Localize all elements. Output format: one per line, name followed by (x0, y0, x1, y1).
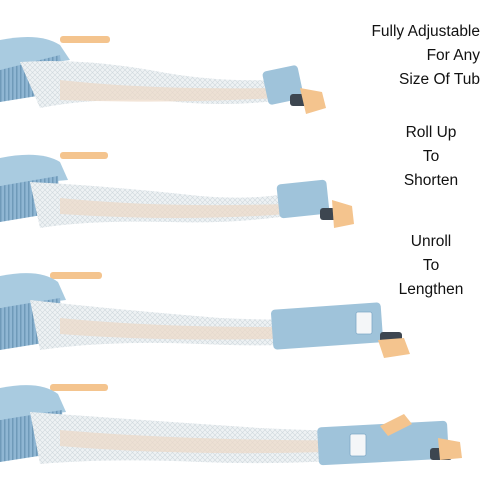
sling-strap-2 (0, 152, 354, 228)
caption-line: To (422, 148, 440, 165)
buckle-peach (378, 338, 410, 358)
caption-line: Fully Adjustable (371, 23, 480, 40)
sling-strap-3 (0, 272, 410, 358)
sling-strap-4 (0, 384, 462, 466)
peach-lining (60, 430, 382, 454)
logo-tag (355, 311, 373, 335)
caption-line: For Any (426, 47, 480, 64)
top-clip (50, 384, 108, 391)
blue-band (271, 302, 383, 350)
top-clip (50, 272, 102, 279)
caption-line: Lengthen (398, 281, 464, 298)
caption-line: Roll Up (405, 124, 457, 141)
buckle-peach (332, 200, 354, 228)
caption-line: Size Of Tub (399, 71, 480, 88)
caption-line: Shorten (403, 172, 459, 189)
top-clip (60, 36, 110, 43)
buckle-peach (300, 88, 326, 114)
sling-strap-1 (0, 36, 326, 114)
blue-band (276, 179, 330, 219)
peach-lining (60, 198, 288, 218)
logo-tag (349, 433, 367, 457)
caption-line: To (422, 257, 440, 274)
buckle-peach (380, 414, 412, 436)
sling-body (0, 273, 66, 308)
caption-line: Unroll (410, 233, 452, 250)
top-clip (60, 152, 108, 159)
sling-body (0, 385, 66, 420)
caption-fully-adjustable: Fully Adjustable For Any Size Of Tub (371, 20, 480, 92)
peach-lining (60, 80, 275, 102)
caption-roll-up: Roll Up To Shorten (376, 121, 486, 193)
buckle-peach-end (438, 438, 462, 460)
caption-unroll: Unroll To Lengthen (376, 230, 486, 302)
